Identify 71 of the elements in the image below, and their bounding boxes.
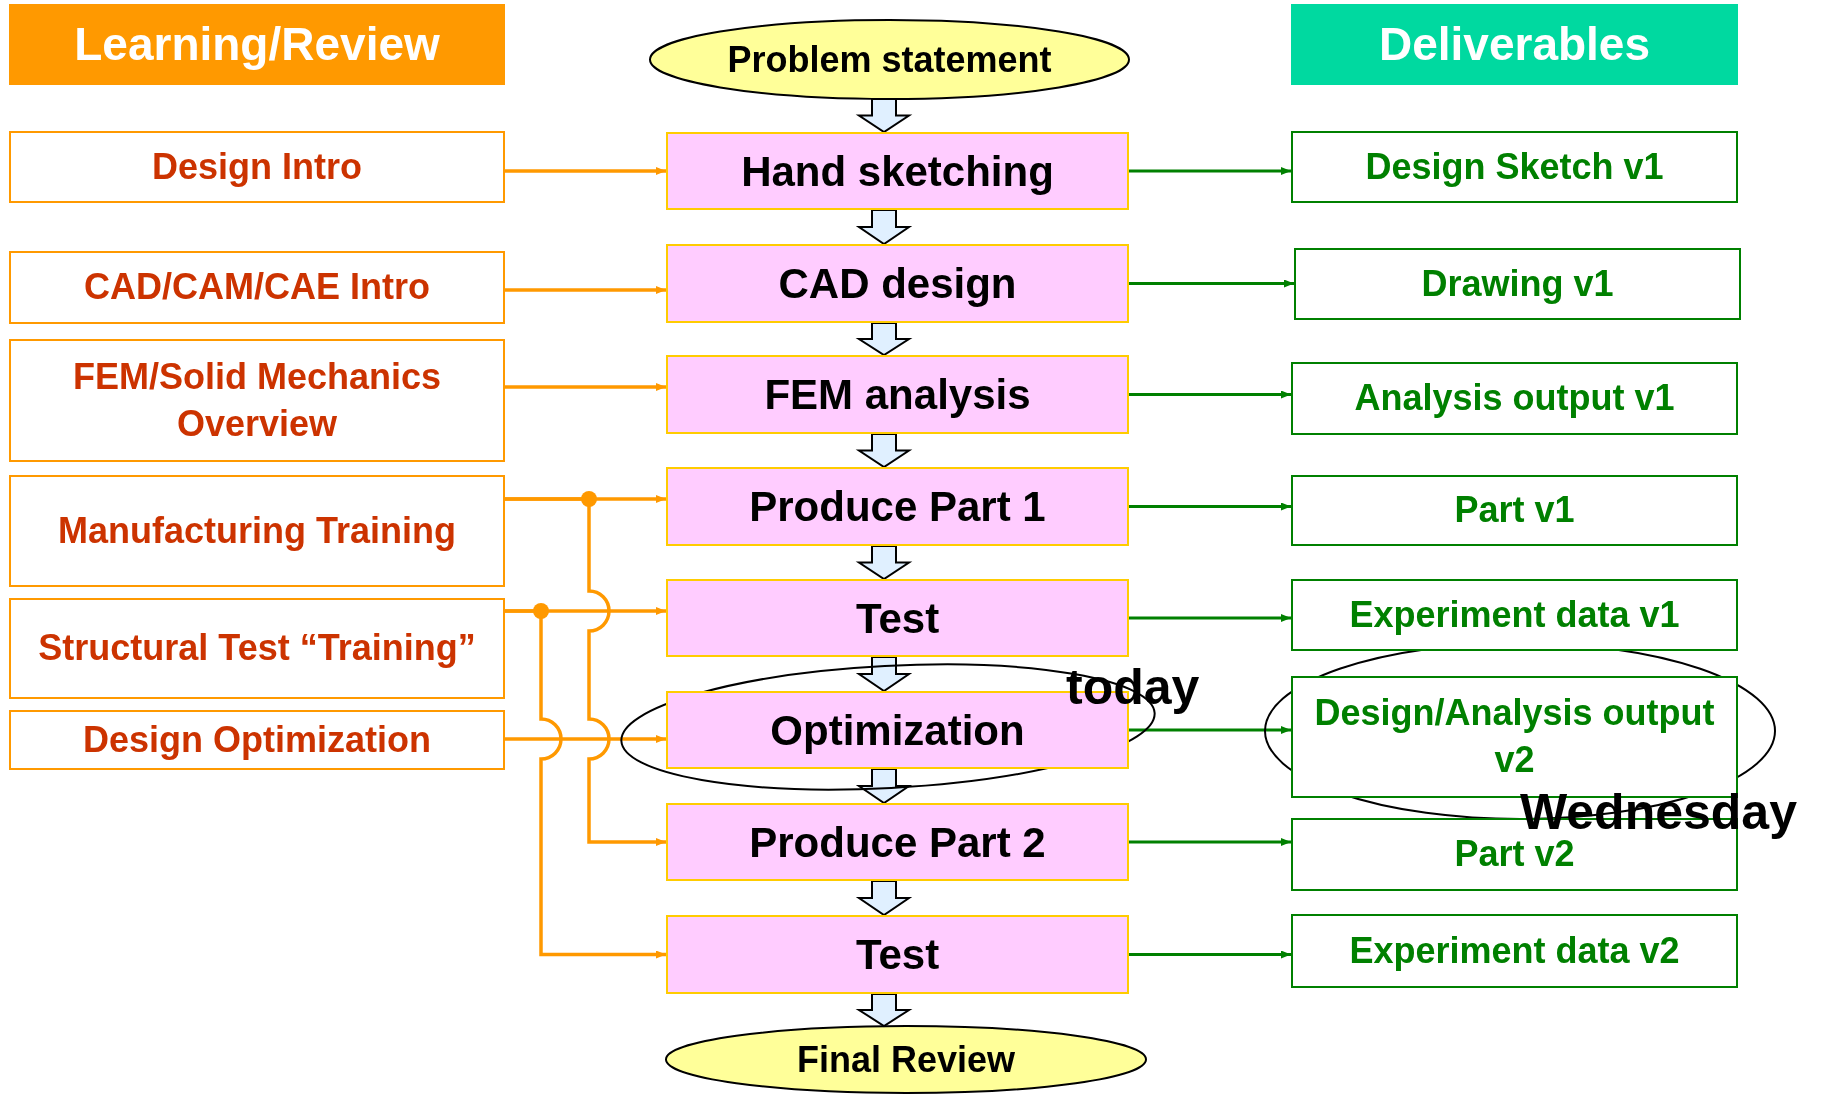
block-arrow <box>855 880 913 917</box>
deliverable-box <box>1291 914 1738 988</box>
deliverable-box <box>1294 248 1741 320</box>
deliverable-box <box>1291 362 1738 435</box>
header-bar <box>1291 4 1738 85</box>
block-arrow <box>855 209 913 246</box>
node-text: Experiment data v1 <box>1348 592 1681 637</box>
node-text: CAD design <box>777 259 1018 309</box>
node-text: Hand sketching <box>740 146 1055 197</box>
arrow <box>1129 167 1291 175</box>
node-text: Design/Analysis output v2 <box>1313 691 1716 782</box>
node-text: Final Review <box>795 1037 1017 1082</box>
process-box <box>666 355 1129 434</box>
arrow <box>505 286 666 294</box>
node-text: Problem statement <box>726 37 1053 82</box>
process-box <box>666 579 1129 657</box>
process-box <box>666 467 1129 546</box>
node-text: CAD/CAM/CAE Intro <box>83 265 431 310</box>
deliverable-box <box>1291 475 1738 546</box>
topic-box <box>9 251 505 324</box>
node-text: Part v2 <box>1453 833 1575 877</box>
arrow <box>1129 950 1291 959</box>
topic-box <box>9 598 505 699</box>
node-text: Design Sketch v1 <box>1364 144 1665 189</box>
arrow <box>505 735 666 743</box>
node-text: Produce Part 2 <box>748 817 1047 868</box>
node-text: Design Intro <box>151 144 363 189</box>
node-text: Deliverables <box>1377 17 1652 72</box>
topic-box <box>9 339 505 462</box>
topic-box <box>9 131 505 203</box>
process-box <box>666 803 1129 881</box>
arrow <box>505 383 666 391</box>
node-text: Experiment data v2 <box>1348 928 1681 973</box>
node-text: Structural Test “Training” <box>37 626 477 671</box>
arrow <box>505 497 666 846</box>
block-arrow <box>855 98 913 134</box>
node-text: Learning/Review <box>73 17 441 72</box>
block-arrow <box>855 545 913 581</box>
topic-box <box>9 710 505 770</box>
arrow <box>1129 614 1291 622</box>
block-arrow <box>855 322 913 357</box>
process-box <box>666 132 1129 210</box>
node-text: Optimization <box>769 705 1026 756</box>
node-text: Produce Part 1 <box>748 482 1047 532</box>
arrow <box>1129 838 1291 846</box>
node-text: FEM/Solid Mechanics Overview <box>71 354 443 446</box>
block-arrow <box>855 656 913 693</box>
arrow <box>1129 390 1291 399</box>
terminal-ellipse <box>665 1025 1147 1094</box>
node-text: Analysis output v1 <box>1353 376 1676 421</box>
block-arrow <box>855 993 913 1028</box>
arrow <box>1129 502 1291 511</box>
arrow <box>1129 726 1291 734</box>
node-text: Drawing v1 <box>1420 261 1615 306</box>
node-text: Test <box>854 930 941 980</box>
node-text: FEM analysis <box>763 370 1032 420</box>
deliverable-box <box>1291 579 1738 651</box>
deliverable-box <box>1291 131 1738 203</box>
node-text: Manufacturing Training <box>57 508 457 553</box>
node-text: Design Optimization <box>82 717 432 762</box>
block-arrow <box>855 433 913 469</box>
arrow <box>1129 279 1294 288</box>
process-box <box>666 244 1129 323</box>
arrow <box>505 167 666 175</box>
node-text: Part v1 <box>1453 488 1576 533</box>
node-text: Test <box>854 593 941 644</box>
terminal-ellipse <box>649 19 1130 100</box>
process-box <box>666 915 1129 994</box>
arrow <box>505 609 666 959</box>
header-bar <box>9 4 505 85</box>
topic-box <box>9 475 505 587</box>
